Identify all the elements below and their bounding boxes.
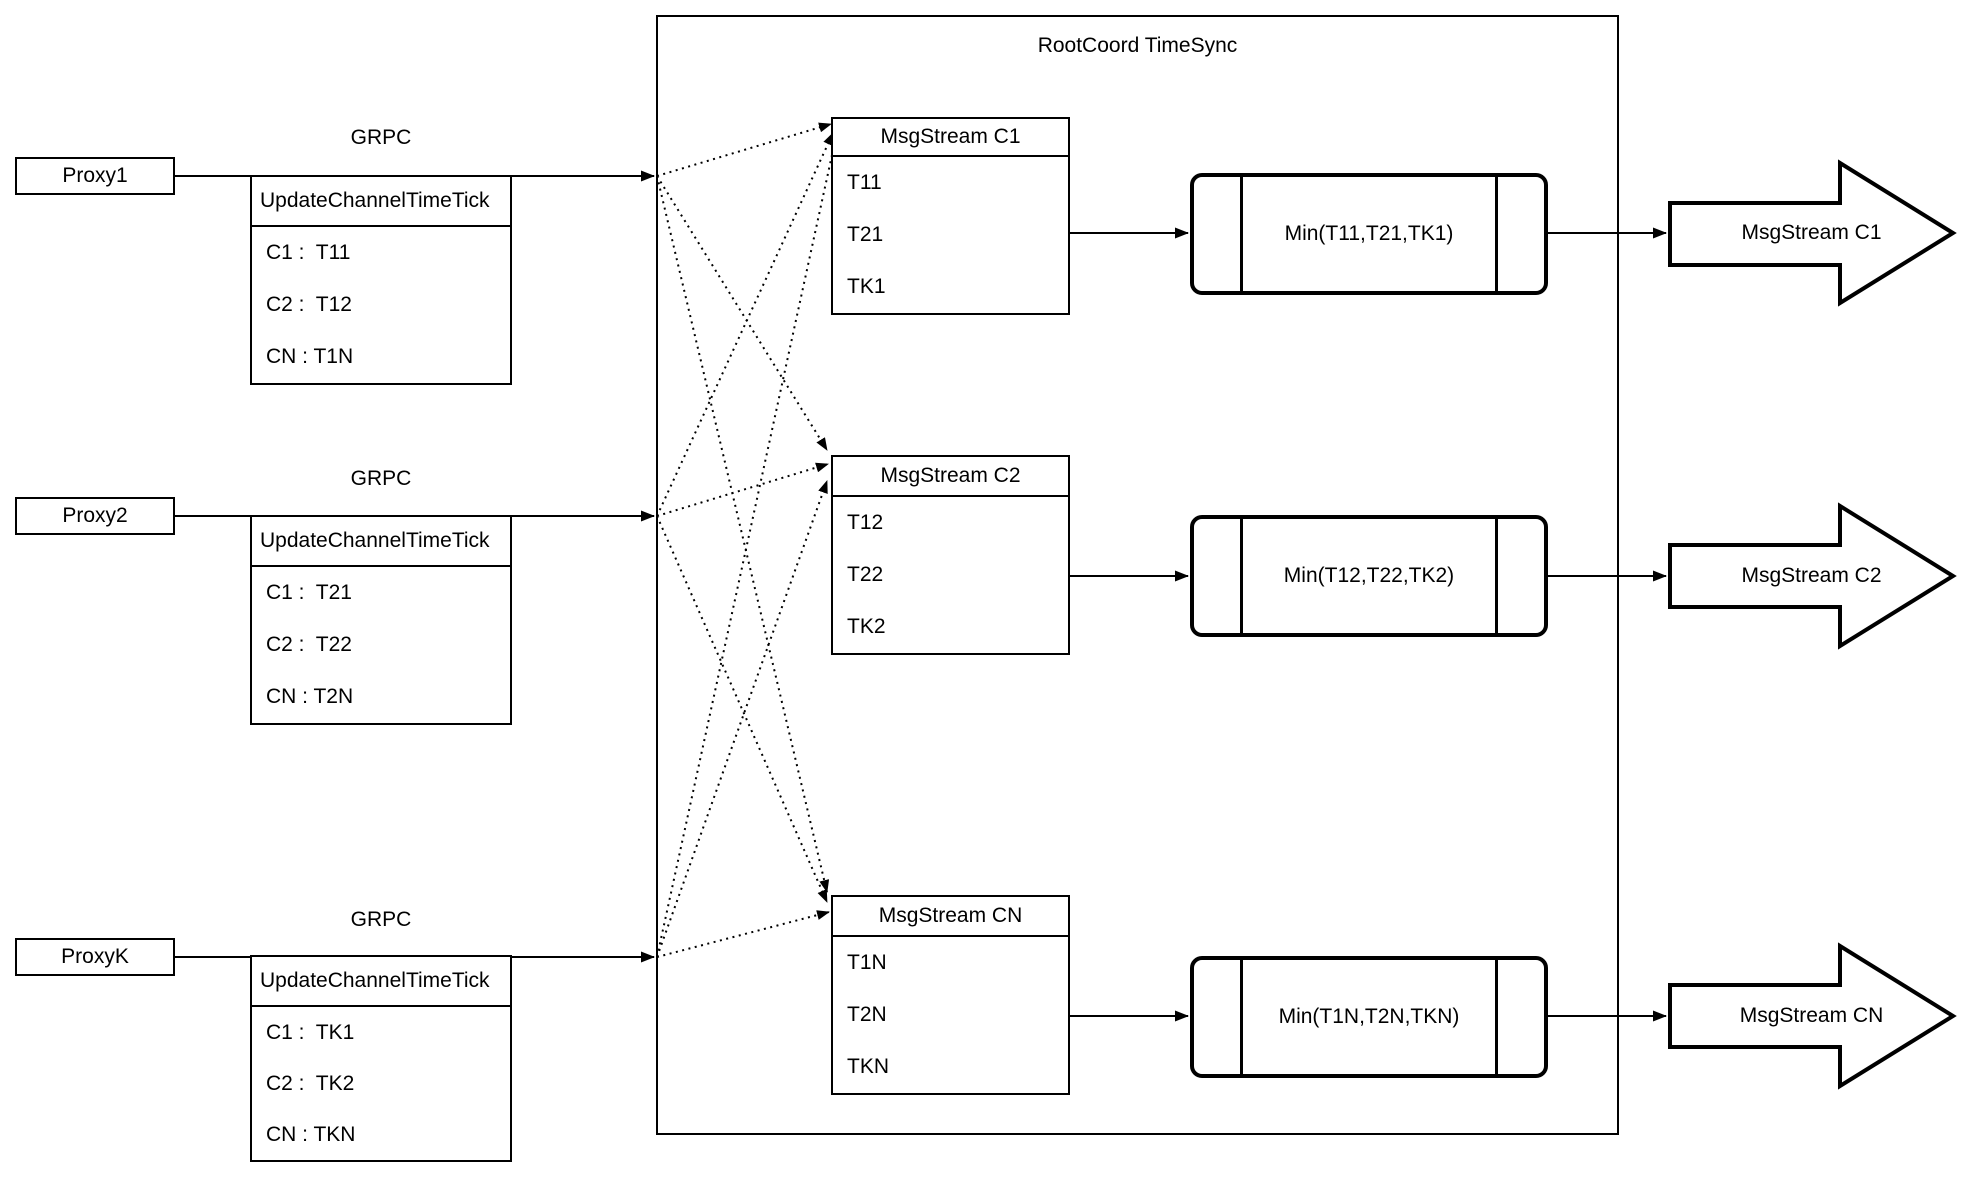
msgstream-cn-tick-2: T2N xyxy=(847,1003,887,1026)
output-arrow-cn-label: MsgStream CN xyxy=(1739,1004,1884,1027)
min-reducer-cn-right-divider xyxy=(1495,960,1498,1074)
msgstream-c2-tick-2: T22 xyxy=(847,563,884,586)
output-block-arrow-c1 xyxy=(1668,159,1957,307)
min-reducer-c2-left-divider xyxy=(1240,519,1243,633)
output-arrow-c1-label: MsgStream C1 xyxy=(1741,221,1882,244)
min-reducer-c2-label: Min(T12,T22,TK2) xyxy=(1283,564,1455,587)
msgstream-c2-tick-1: T12 xyxy=(847,511,884,534)
proxy2-table-title: UpdateChannelTimeTick xyxy=(252,517,510,567)
proxyk-label: ProxyK xyxy=(61,945,129,968)
output-block-arrow-c2 xyxy=(1668,502,1957,650)
proxy2-entry-c1: C1 : T21 xyxy=(266,581,352,604)
proxy1-timetick-table: UpdateChannelTimeTick C1 : T11 C2 : T12 … xyxy=(250,175,512,385)
dotted-link-p2-c1 xyxy=(656,132,834,517)
proxy1-label: Proxy1 xyxy=(62,164,128,187)
dotted-link-p1-c2 xyxy=(656,175,828,451)
proxyk-entry-c2: C2 : TK2 xyxy=(266,1071,355,1095)
proxy2-timetick-table: UpdateChannelTimeTick C1 : T21 C2 : T22 … xyxy=(250,515,512,725)
min-reducer-c2-right-divider xyxy=(1495,519,1498,633)
min-reducer-c1: Min(T11,T21,TK1) xyxy=(1190,173,1548,295)
grpc-label-proxyk: GRPC xyxy=(350,908,412,931)
msgstream-cn-table: MsgStream CN T1N T2N TKN xyxy=(831,895,1070,1095)
output-arrow-c2-label: MsgStream C2 xyxy=(1741,564,1882,587)
proxyk-entry-c1: C1 : TK1 xyxy=(266,1020,355,1044)
msgstream-c1-table: MsgStream C1 T11 T21 TK1 xyxy=(831,117,1070,315)
proxyk-timetick-table: UpdateChannelTimeTick C1 : TK1 C2 : TK2 … xyxy=(250,955,512,1162)
proxyk-table-title: UpdateChannelTimeTick xyxy=(252,957,510,1007)
proxy1-box: Proxy1 xyxy=(15,157,175,195)
min-reducer-c1-label: Min(T11,T21,TK1) xyxy=(1284,222,1454,245)
min-reducer-c1-left-divider xyxy=(1240,177,1243,291)
min-reducer-cn-left-divider xyxy=(1240,960,1243,1074)
min-reducer-c2: Min(T12,T22,TK2) xyxy=(1190,515,1548,637)
grpc-label-proxy2: GRPC xyxy=(350,467,412,490)
proxy2-entry-cn: CN : T2N xyxy=(266,685,354,708)
dotted-link-p1-c1 xyxy=(656,122,832,177)
proxy2-box: Proxy2 xyxy=(15,497,175,535)
msgstream-cn-table-title: MsgStream CN xyxy=(833,897,1068,937)
proxy2-label: Proxy2 xyxy=(62,504,128,527)
msgstream-c1-tick-3: TK1 xyxy=(847,275,886,298)
proxy1-entry-c2: C2 : T12 xyxy=(266,293,352,316)
proxy2-entry-c2: C2 : T22 xyxy=(266,633,352,656)
min-reducer-c1-right-divider xyxy=(1495,177,1498,291)
rootcoord-timesync-title: RootCoord TimeSync xyxy=(1037,34,1238,57)
msgstream-c2-table: MsgStream C2 T12 T22 TK2 xyxy=(831,455,1070,655)
msgstream-c2-table-title: MsgStream C2 xyxy=(833,457,1068,497)
msgstream-cn-tick-1: T1N xyxy=(847,951,887,974)
min-reducer-cn: Min(T1N,T2N,TKN) xyxy=(1190,956,1548,1078)
proxy1-table-title: UpdateChannelTimeTick xyxy=(252,177,510,227)
proxyk-entry-cn: CN : TKN xyxy=(266,1122,356,1146)
msgstream-c1-tick-1: T11 xyxy=(847,171,882,194)
msgstream-c2-tick-3: TK2 xyxy=(847,615,886,638)
dotted-link-p2-cn xyxy=(656,515,828,903)
msgstream-cn-tick-3: TKN xyxy=(847,1055,889,1078)
proxyk-box: ProxyK xyxy=(15,938,175,976)
min-reducer-cn-label: Min(T1N,T2N,TKN) xyxy=(1278,1005,1460,1028)
msgstream-c1-tick-2: T21 xyxy=(847,223,884,246)
proxy1-entry-cn: CN : T1N xyxy=(266,345,354,368)
rootcoord-timesync-container xyxy=(656,15,1619,1135)
output-block-arrow-cn xyxy=(1668,942,1957,1090)
grpc-label-proxy1: GRPC xyxy=(350,126,412,149)
proxy1-entry-c1: C1 : T11 xyxy=(266,241,351,264)
msgstream-c1-table-title: MsgStream C1 xyxy=(833,119,1068,157)
